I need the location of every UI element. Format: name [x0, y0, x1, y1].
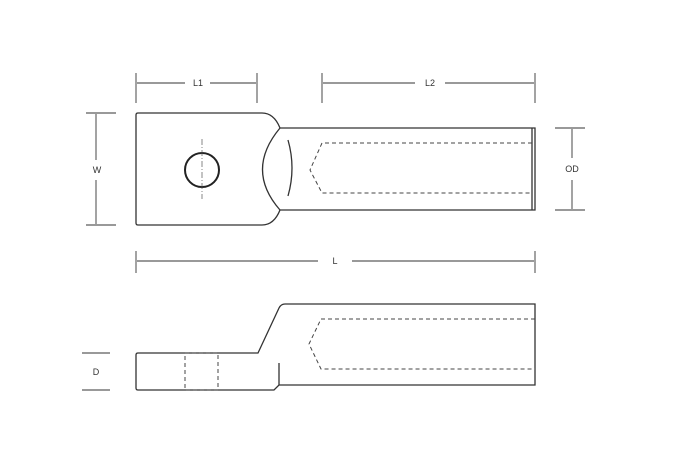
barrel-inner-arc: [287, 139, 293, 197]
dimension-od: OD: [555, 127, 585, 211]
dimension-l: L: [135, 251, 536, 273]
barrel-bore-hidden: [309, 142, 532, 194]
barrel-bore-hidden-side: [308, 318, 535, 370]
side-view: [135, 303, 536, 391]
dimension-l2: L2: [321, 73, 536, 103]
label-l2: L2: [425, 78, 435, 88]
label-od: OD: [565, 164, 579, 174]
label-w: W: [93, 165, 102, 175]
label-d: D: [93, 367, 100, 377]
label-l: L: [332, 256, 337, 266]
dimension-w: W: [86, 112, 116, 226]
lug-outline-top: [135, 112, 536, 226]
bolt-hole-hidden: [184, 352, 219, 391]
lug-outline-side: [135, 303, 536, 391]
label-l1: L1: [193, 78, 203, 88]
dimension-d: D: [82, 352, 110, 391]
barrel-mouth-arc: [261, 127, 281, 211]
dimension-l1: L1: [135, 73, 258, 103]
top-view: [135, 112, 536, 226]
